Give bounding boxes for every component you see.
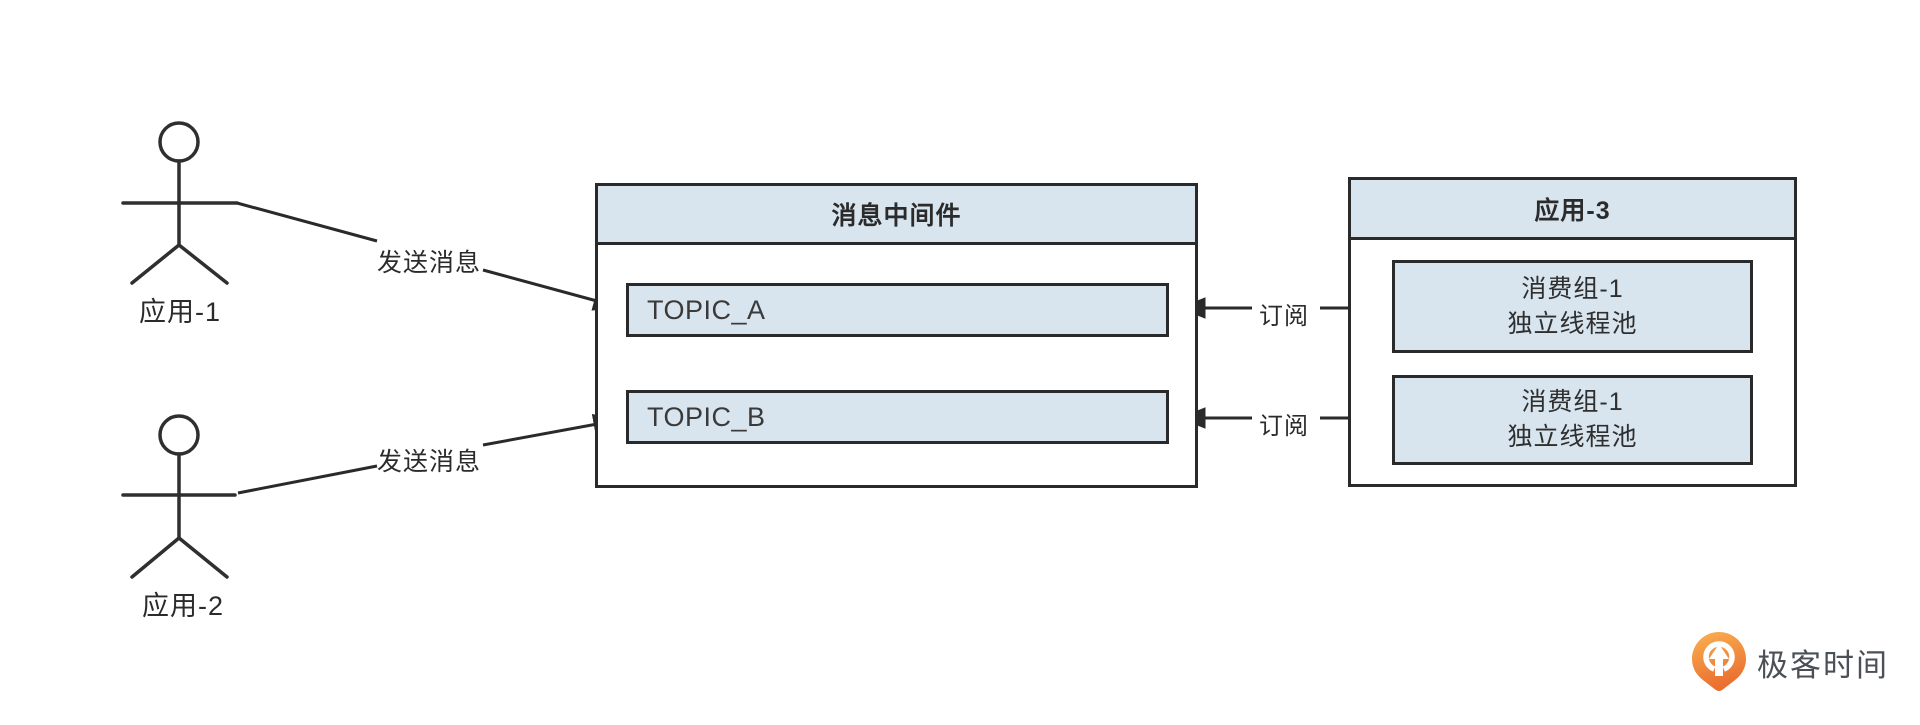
send-message-label-2: 发送消息 (376, 448, 481, 476)
consumer-group-1-threadpool: 独立线程池 (1507, 309, 1638, 338)
actor-2-label: 应用-2 (141, 591, 224, 621)
consumer-group-2-box: 消费组-1 独立线程池 (1392, 375, 1753, 465)
consumer-group-1-box: 消费组-1 独立线程池 (1392, 260, 1753, 353)
consumer-group-2-threadpool: 独立线程池 (1507, 423, 1638, 451)
actor-1-label: 应用-1 (138, 297, 221, 327)
actor-1-head (158, 121, 200, 163)
actor-2-legs (130, 536, 229, 579)
topic-a-box: TOPIC_A (626, 283, 1169, 337)
consumer-group-1-name: 消费组-1 (1521, 274, 1624, 303)
geektime-logo: 极客时间 (1690, 630, 1889, 694)
actor-1-stick-figure (121, 121, 239, 285)
subscribe-label-1: 订阅 (1259, 303, 1309, 330)
middleware-box-title: 消息中间件 (598, 186, 1195, 245)
geektime-logo-text: 极客时间 (1757, 647, 1889, 683)
topic-b-box: TOPIC_B (626, 390, 1169, 444)
app-3-box-title: 应用-3 (1351, 180, 1794, 240)
actor-2-head (158, 414, 200, 456)
geektime-pin-arrow-icon (1692, 632, 1746, 691)
consumer-group-2-name: 消费组-1 (1521, 388, 1624, 416)
send-arrow-2-segment (237, 464, 378, 495)
send-arrow-1-segment (236, 201, 378, 243)
send-message-label-1: 发送消息 (376, 249, 481, 277)
actor-1-legs (130, 243, 229, 285)
actor-2-stick-figure (121, 414, 237, 579)
subscribe-label-2: 订阅 (1259, 413, 1309, 440)
